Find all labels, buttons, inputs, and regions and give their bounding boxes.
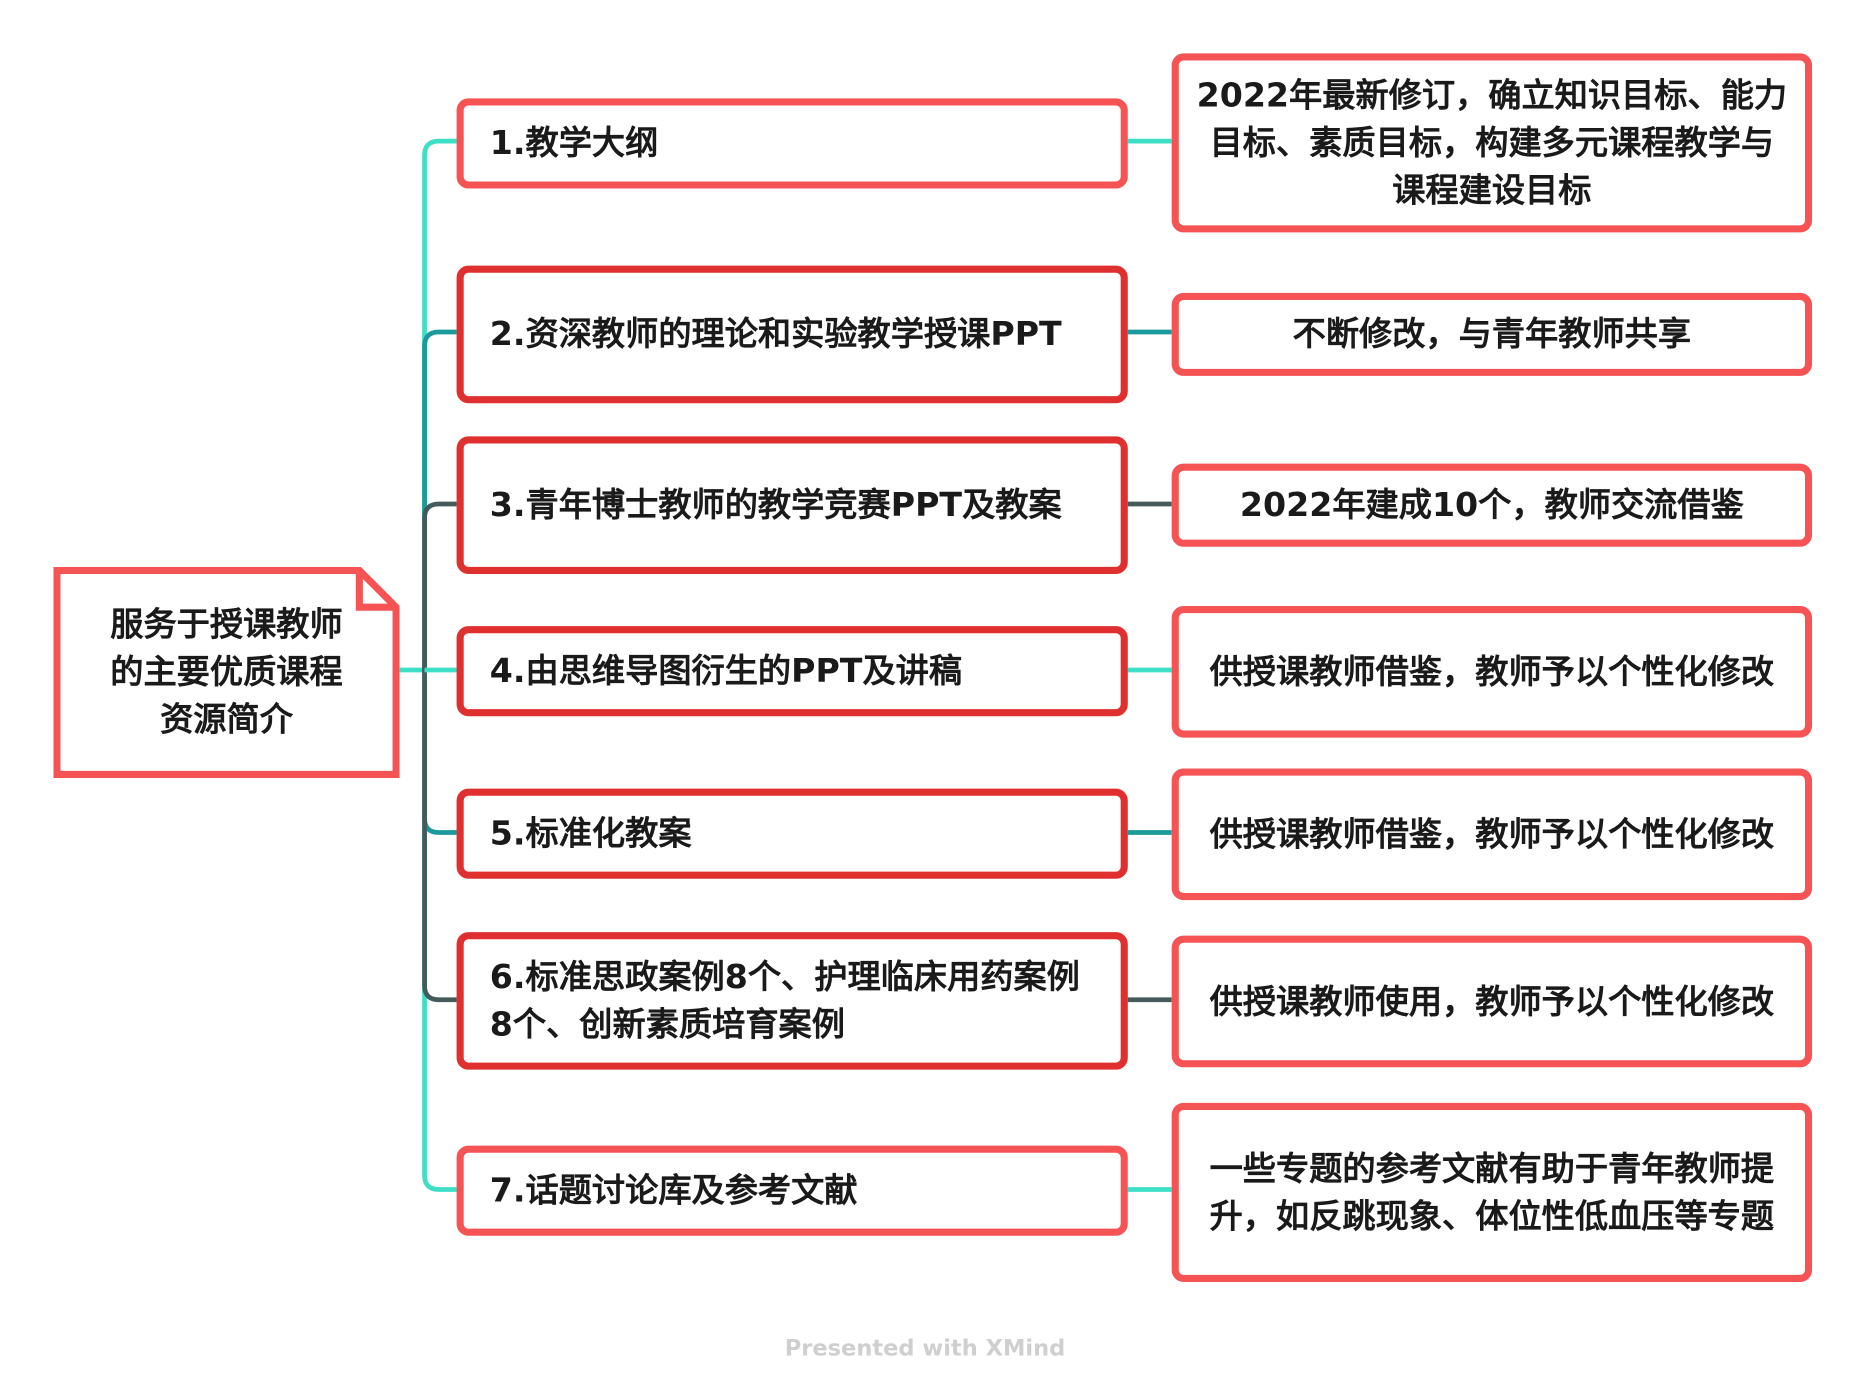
root-topic[interactable]: 服务于授课教师的主要优质课程资源简介 [53, 566, 400, 778]
branch-topic-2[interactable]: 2.资深教师的理论和实验教学授课PPT [456, 265, 1128, 404]
note-shape-icon [53, 566, 400, 778]
detail-topic-7[interactable]: 一些专题的参考文献有助于青年教师提升，如反跳现象、体位性低血压等专题 [1171, 1102, 1813, 1282]
branch-topic-4[interactable]: 4.由思维导图衍生的PPT及讲稿 [456, 626, 1128, 717]
detail-topic-6[interactable]: 供授课教师使用，教师予以个性化修改 [1171, 935, 1813, 1068]
detail-topic-4[interactable]: 供授课教师借鉴，教师予以个性化修改 [1171, 605, 1813, 738]
connector-5 [422, 670, 457, 835]
detail-topic-1[interactable]: 2022年最新修订，确立知识目标、能力目标、素质目标，构建多元课程教学与课程建设… [1171, 53, 1813, 233]
branch-topic-3[interactable]: 3.青年博士教师的教学竞赛PPT及教案 [456, 436, 1128, 574]
connector-2 [422, 329, 457, 671]
connector-1 [422, 138, 457, 671]
branch-topic-5[interactable]: 5.标准化教案 [456, 788, 1128, 879]
detail-topic-2[interactable]: 不断修改，与青年教师共享 [1171, 292, 1813, 376]
connector-7 [422, 670, 457, 1192]
connector-3 [422, 501, 457, 671]
detail-topic-5[interactable]: 供授课教师借鉴，教师予以个性化修改 [1171, 768, 1813, 901]
branch-topic-7[interactable]: 7.话题讨论库及参考文献 [456, 1145, 1128, 1236]
xmind-watermark: Presented with XMind [784, 1335, 1066, 1362]
root-title: 服务于授课教师的主要优质课程资源简介 [110, 604, 343, 739]
branch-topic-6[interactable]: 6.标准思政案例8个、护理临床用药案例8个、创新素质培育案例 [456, 932, 1128, 1070]
branch-topic-1[interactable]: 1.教学大纲 [456, 98, 1128, 189]
detail-topic-3[interactable]: 2022年建成10个，教师交流借鉴 [1171, 463, 1813, 547]
connector-6 [422, 670, 457, 1003]
